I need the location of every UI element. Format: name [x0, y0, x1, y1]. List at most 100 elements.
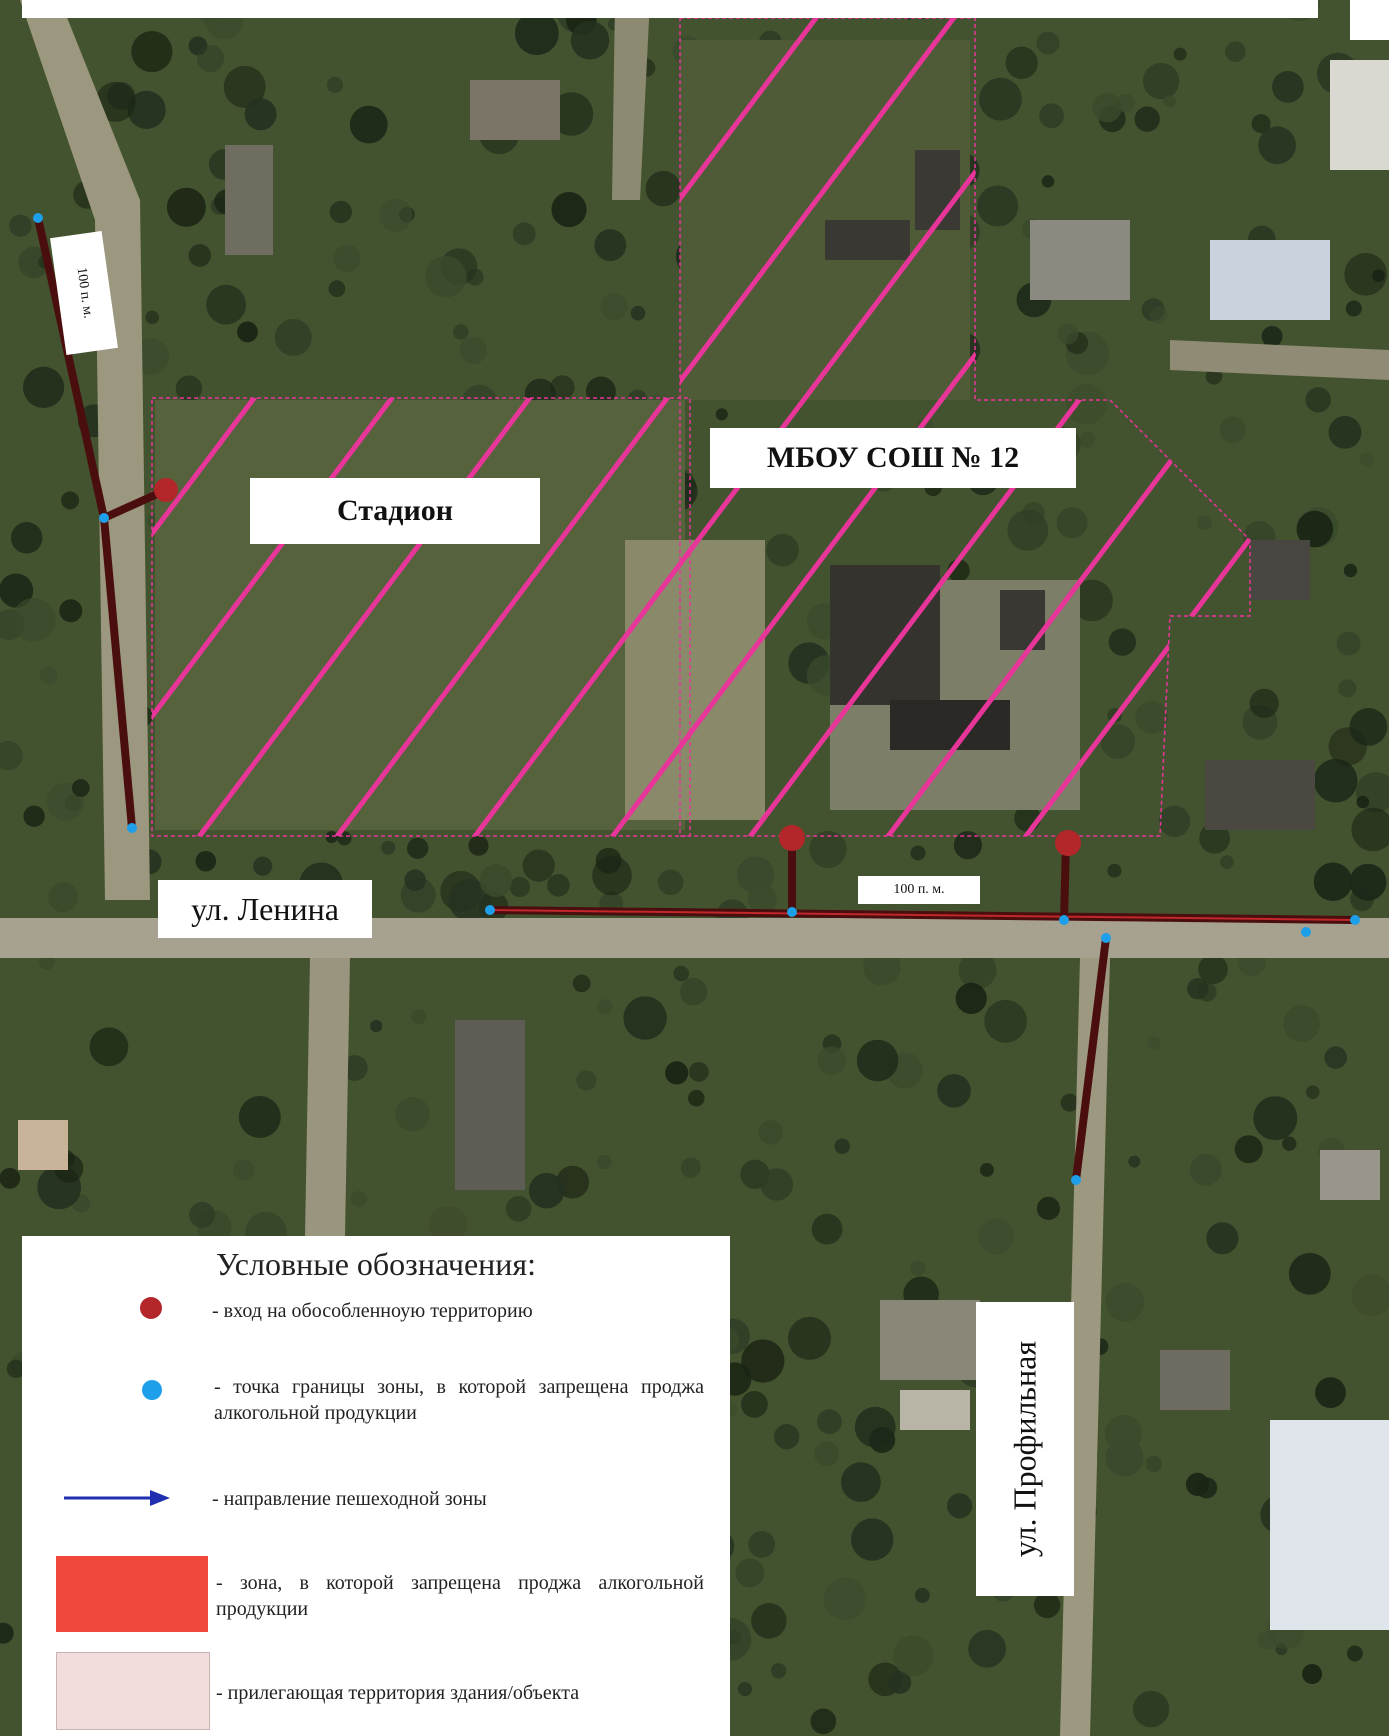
- tree-canopy: [955, 982, 987, 1015]
- tree-canopy: [834, 1138, 850, 1154]
- tree-canopy: [6, 1359, 25, 1379]
- tree-canopy: [1346, 1645, 1363, 1662]
- tree-canopy: [1249, 688, 1279, 718]
- tree-canopy: [1343, 563, 1358, 578]
- tree-canopy: [817, 1046, 846, 1075]
- tree-canopy: [131, 30, 173, 73]
- tree-canopy: [479, 864, 513, 897]
- tree-canopy: [1219, 416, 1247, 444]
- tree-canopy: [1338, 679, 1357, 698]
- tree-canopy: [576, 1070, 597, 1091]
- tree-canopy: [0, 573, 34, 608]
- tree-canopy: [379, 198, 413, 232]
- tree-canopy: [1105, 1282, 1145, 1322]
- street-label-lenina: ул. Ленина: [158, 880, 372, 938]
- tree-canopy: [350, 1190, 367, 1207]
- tree-canopy: [59, 599, 83, 623]
- tree-canopy: [1128, 1155, 1141, 1168]
- prohibited-zone-lines: [34, 217, 1356, 1181]
- tree-canopy: [1158, 805, 1191, 837]
- tree-canopy: [1149, 306, 1168, 324]
- tree-canopy: [1351, 807, 1389, 852]
- tree-canopy: [680, 1157, 701, 1178]
- tree-canopy: [823, 1577, 867, 1621]
- tree-canopy: [630, 305, 646, 321]
- tree-canopy: [549, 92, 594, 136]
- tree-canopy: [1057, 323, 1079, 345]
- tree-canopy: [1305, 387, 1331, 413]
- tree-canopy: [1302, 1664, 1323, 1684]
- tree-canopy: [760, 1168, 794, 1201]
- tree-canopy: [851, 1518, 894, 1561]
- tree-canopy: [1251, 114, 1271, 134]
- tree-canopy: [910, 845, 926, 861]
- tree-canopy: [645, 170, 681, 207]
- tree-canopy: [505, 1196, 532, 1222]
- tree-canopy: [841, 1462, 881, 1502]
- tree-canopy: [1372, 269, 1385, 282]
- tree-canopy: [468, 835, 489, 856]
- legend-item-entrance: - вход на обособленноую территорию: [212, 1300, 533, 1322]
- tree-canopy: [1336, 631, 1361, 656]
- tree-canopy: [18, 246, 50, 279]
- tree-canopy: [788, 1316, 831, 1360]
- distance-label-vertical-text: 100 п. м.: [73, 266, 96, 320]
- tree-canopy: [40, 666, 58, 685]
- tree-canopy: [89, 1027, 129, 1067]
- tree-canopy: [237, 321, 258, 343]
- entrance-markers: [154, 478, 1081, 856]
- tree-canopy: [748, 1531, 776, 1558]
- tree-canopy: [1107, 863, 1122, 878]
- tree-canopy: [1060, 1093, 1079, 1112]
- tree-canopy: [1147, 1036, 1161, 1050]
- tree-canopy: [888, 1671, 912, 1694]
- tree-canopy: [737, 1682, 753, 1697]
- tree-canopy: [189, 1201, 215, 1228]
- tree-canopy: [232, 1159, 255, 1181]
- tree-canopy: [657, 869, 684, 896]
- tree-canopy: [1198, 954, 1228, 985]
- tree-canopy: [1351, 1274, 1389, 1317]
- legend-blue-arrow-icon: [64, 1490, 170, 1506]
- tree-canopy: [425, 255, 467, 298]
- tree-canopy: [411, 1009, 427, 1024]
- tree-canopy: [572, 974, 591, 993]
- tree-canopy: [175, 375, 203, 402]
- road-south-west: [305, 958, 350, 1236]
- tree-canopy: [448, 879, 491, 922]
- tree-canopy: [22, 366, 65, 408]
- tree-canopy: [512, 222, 536, 246]
- tree-canopy: [244, 98, 277, 131]
- tree-canopy: [514, 11, 559, 56]
- tree-canopy: [206, 284, 247, 325]
- tree-canopy: [1296, 510, 1334, 548]
- tree-canopy: [1324, 1046, 1347, 1069]
- legend-pink-rect-icon: [56, 1652, 210, 1730]
- tree-canopy: [528, 1172, 565, 1209]
- tree-canopy: [977, 185, 1019, 227]
- tree-canopy: [1092, 93, 1122, 123]
- tree-canopy: [1033, 1591, 1061, 1619]
- tree-canopy: [12, 598, 56, 642]
- tree-canopy: [736, 856, 775, 894]
- tree-canopy: [329, 200, 352, 224]
- distance-label-horizontal: 100 п. м.: [858, 876, 980, 904]
- map-top-strip-right: [1350, 0, 1389, 40]
- legend-red-dot-icon: [140, 1297, 162, 1319]
- street-label-profilnaya-text: ул. Профильная: [1006, 1340, 1043, 1558]
- tree-canopy: [1344, 252, 1387, 296]
- legend-red-rect-icon: [56, 1556, 208, 1632]
- tree-canopy: [550, 375, 575, 400]
- tree-canopy: [592, 855, 632, 896]
- tree-canopy: [1258, 126, 1296, 165]
- tree-canopy: [1313, 862, 1353, 902]
- tree-canopy: [1315, 1377, 1346, 1408]
- tree-canopy: [407, 837, 429, 859]
- tree-canopy: [811, 1213, 843, 1245]
- school-label: МБОУ СОШ № 12: [710, 428, 1076, 488]
- tree-canopy: [984, 999, 1027, 1043]
- legend-item-zone: - зона, в которой запрещена проджа алког…: [216, 1572, 704, 1620]
- tree-canopy: [809, 830, 847, 869]
- tree-canopy: [1199, 822, 1230, 854]
- tree-canopy: [349, 105, 388, 144]
